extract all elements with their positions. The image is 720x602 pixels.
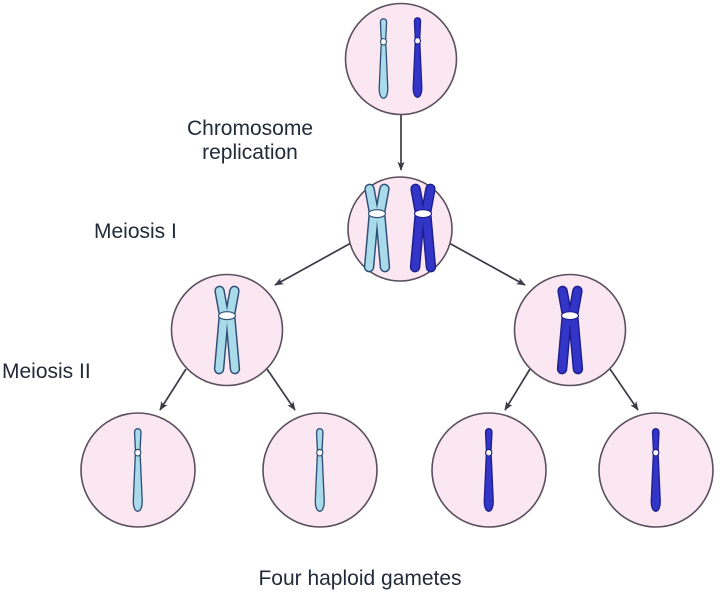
meiosis2-arrow-right-1 — [504, 368, 531, 411]
meiosis1-cell-right — [513, 273, 627, 387]
chromosome-light — [315, 428, 325, 512]
four-haploid-gametes-caption: Four haploid gametes — [258, 567, 462, 590]
meiosis2-arrow-right-2 — [609, 368, 639, 411]
parent-cell — [344, 2, 458, 116]
meiosis1-cell-left — [170, 273, 284, 387]
meiosis2-arrow-left-2 — [266, 368, 296, 411]
meiosis1-arrow-left — [274, 242, 352, 286]
meiosis2-arrow-left-1 — [159, 368, 187, 411]
chromosome-replication-label: Chromosome replication — [186, 117, 314, 164]
chromosome-light — [379, 18, 388, 99]
meiosis1-arrow-right — [448, 242, 526, 286]
gamete-cell-2 — [262, 412, 378, 528]
chromosome-dark — [651, 428, 661, 512]
meiosis-1-label: Meiosis I — [94, 220, 177, 243]
replicated-cell — [347, 176, 453, 282]
gamete-cell-3 — [431, 412, 547, 528]
gamete-cell-1 — [80, 412, 196, 528]
chromosome-dark — [413, 17, 422, 98]
gamete-cell-4 — [598, 412, 714, 528]
chromosome-dark — [484, 428, 494, 512]
meiosis-2-label: Meiosis II — [2, 360, 91, 383]
chromosome-light — [133, 428, 143, 512]
